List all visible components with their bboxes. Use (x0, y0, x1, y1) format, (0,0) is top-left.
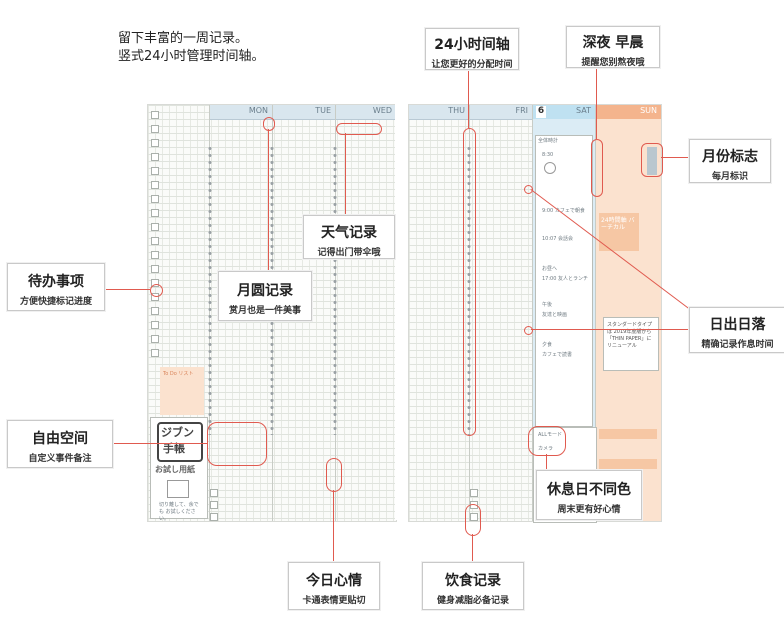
callout-hours-axis: 24小时间轴 让您更好的分配时间 (425, 28, 519, 70)
night-morning-ring (591, 139, 603, 197)
todo-block (160, 367, 204, 415)
header-thu: THU (409, 105, 469, 120)
callout-meal: 饮食记录 健身减脂必备记录 (422, 562, 524, 610)
weather-marker-ring (336, 123, 382, 135)
month-number: 6 (536, 106, 546, 118)
trial-label: お試し用紙 (155, 465, 195, 474)
meal-ring (465, 504, 481, 536)
month-tab (647, 147, 657, 175)
callout-month-marker: 月份标志 每月标识 (689, 139, 771, 183)
trial-note: 切り離して、余でも お試しください。 (159, 502, 199, 522)
connector-line (596, 66, 597, 139)
header-wed: WED (336, 105, 396, 120)
month-marker-ring (641, 143, 663, 177)
hours-axis-ring (463, 128, 476, 436)
callout-mood: 今日心情 卡通表情更贴切 (288, 562, 380, 610)
callout-sunrise: 日出日落 精确记录作息时间 (689, 307, 784, 353)
todo-ring (150, 284, 163, 297)
callout-todo: 待办事项 方便快捷标记进度 (7, 263, 105, 311)
connector-line (661, 157, 689, 158)
connector-line (546, 454, 547, 470)
saturday-notes: 全体時計 8:30 9:00 カフェで朝食 10:07 会話会 お昼へ 17:0… (535, 135, 593, 427)
column-divider (532, 105, 533, 521)
connector-line (333, 490, 334, 562)
callout-free-space: 自由空间 自定义事件备注 (7, 420, 113, 468)
hour-dots (466, 145, 472, 435)
callout-night-morning: 深夜 早晨 提醒您别熬夜哦 (566, 26, 660, 68)
callout-holiday-color: 休息日不同色 周末更有好心情 (536, 470, 642, 520)
intro-line-2: 竖式24小时管理时间轴。 (118, 49, 265, 64)
hour-dots (332, 145, 338, 435)
callout-moon: 月圆记录 赏月也是一件美事 (218, 271, 312, 321)
sunday-section-bar (599, 459, 657, 469)
intro-text: 留下丰富的一周记录。 竖式24小时管理时间轴。 (118, 30, 265, 66)
brand-trial-card: ジブン 手帳 お試し用紙 切り離して、余でも お試しください。 (150, 417, 208, 522)
hours-axis-label: 24時間軸 バーチカル (601, 217, 635, 231)
mood-ring (326, 458, 342, 492)
connector-line (531, 329, 689, 330)
connector-line (268, 129, 269, 271)
todo-label: To Do リスト (163, 371, 194, 377)
brand-line-2: 手帳 (163, 442, 185, 455)
connector-line (104, 289, 150, 290)
column-divider (595, 105, 596, 521)
header-sun: SUN (596, 105, 661, 120)
header-mon: MON (210, 105, 272, 120)
sunset-ring (524, 326, 533, 335)
sunday-section-bar (599, 429, 657, 439)
paper-icon (167, 480, 189, 498)
header-fri: FRI (470, 105, 532, 120)
moon-marker-ring (263, 117, 275, 131)
header-tue: TUE (273, 105, 335, 120)
thin-paper-card: スタンダードタイプは 2019年度版から 「THIN PAPER」に リニューア… (603, 317, 659, 371)
planner-right-page: THU FRI SAT SUN 6 全体時計 8:30 9:00 カフェで朝食 … (408, 104, 662, 523)
connector-line (345, 133, 346, 215)
callout-weather: 天气记录 记得出门带伞哦 (303, 215, 395, 259)
connector-line (112, 443, 207, 444)
connector-line (472, 534, 473, 564)
free-space-ring (207, 422, 267, 466)
intro-line-1: 留下丰富的一周记录。 (118, 31, 249, 46)
brand-line-1: ジブン (161, 426, 194, 439)
connector-line (468, 66, 469, 128)
holiday-ring (528, 426, 566, 456)
binder-gap (395, 104, 408, 520)
hour-dots (207, 145, 213, 435)
